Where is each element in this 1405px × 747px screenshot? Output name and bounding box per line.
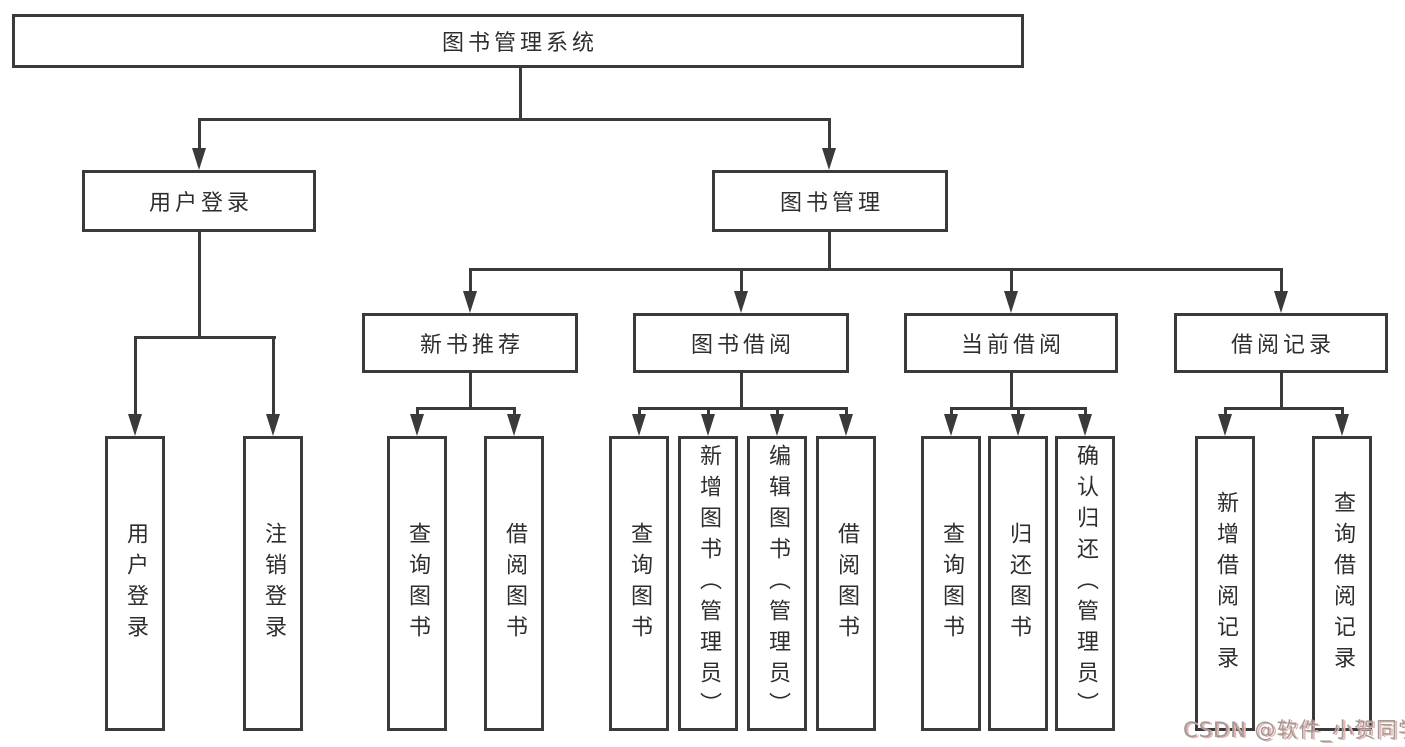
connector-bookmgmt-drop-3 xyxy=(1010,268,1013,295)
connector-current-stem xyxy=(1010,373,1013,409)
leaf-current-query-books-label: 查询图书 xyxy=(939,521,964,646)
node-book-borrow: 图书借阅 xyxy=(633,313,849,373)
leaf-borrow-query-books-label: 查询图书 xyxy=(627,521,652,646)
connector-bookborrow-drop-4 xyxy=(845,407,848,418)
leaf-add-borrow-record-label: 新增借阅记录 xyxy=(1213,490,1238,677)
arrowhead-recommend-borrow xyxy=(507,414,521,436)
connector-recommend-drop-2 xyxy=(513,407,516,418)
node-user-login-label: 用户登录 xyxy=(148,191,253,216)
connector-bookmgmt-drop-1 xyxy=(469,268,472,295)
node-book-management-label: 图书管理 xyxy=(779,191,884,216)
leaf-borrow-books: 借阅图书 xyxy=(816,436,876,731)
arrowhead-current-borrow xyxy=(1004,291,1018,313)
node-book-management: 图书管理 xyxy=(712,170,948,232)
connector-bookmgmt-drop-2 xyxy=(740,268,743,295)
arrowhead-borrow-record xyxy=(1274,291,1288,313)
node-current-borrow-label: 当前借阅 xyxy=(960,333,1065,358)
leaf-return-book: 归还图书 xyxy=(988,436,1048,731)
connector-bookborrow-bar xyxy=(638,407,848,410)
arrowhead-add-book xyxy=(701,414,715,436)
leaf-recommend-borrow-books-label: 借阅图书 xyxy=(502,521,527,646)
arrowhead-new-book-recommend xyxy=(463,291,477,313)
leaf-add-book-admin: 新增图书（管理员） xyxy=(678,436,738,731)
node-user-login: 用户登录 xyxy=(82,170,316,232)
arrowhead-confirm-return xyxy=(1078,414,1092,436)
connector-bookmgmt-bar xyxy=(469,268,1283,271)
leaf-confirm-return-admin-label: 确认归还（管理员） xyxy=(1073,444,1098,723)
arrowhead-leaf-user-login xyxy=(128,414,142,436)
connector-root-drop-left xyxy=(198,118,201,151)
connector-recommend-stem xyxy=(469,373,472,409)
node-new-book-recommend: 新书推荐 xyxy=(362,313,578,373)
leaf-edit-book-admin: 编辑图书（管理员） xyxy=(747,436,807,731)
leaf-current-query-books: 查询图书 xyxy=(921,436,981,731)
connector-root-drop-right xyxy=(828,118,831,151)
arrowhead-return-book xyxy=(1011,414,1025,436)
arrowhead-book-management xyxy=(822,148,836,170)
leaf-return-book-label: 归还图书 xyxy=(1006,521,1031,646)
connector-current-drop-2 xyxy=(1017,407,1020,418)
connector-record-drop-2 xyxy=(1341,407,1344,418)
connector-record-stem xyxy=(1280,373,1283,409)
connector-bookborrow-drop-1 xyxy=(638,407,641,418)
leaf-query-borrow-record: 查询借阅记录 xyxy=(1312,436,1372,731)
arrowhead-recommend-query xyxy=(410,414,424,436)
arrowhead-bookborrow-query xyxy=(632,414,646,436)
node-root-label: 图书管理系统 xyxy=(441,31,598,56)
connector-recommend-drop-1 xyxy=(416,407,419,418)
arrowhead-user-login xyxy=(192,148,206,170)
connector-userlogin-stem xyxy=(198,232,201,338)
connector-recommend-bar xyxy=(416,407,516,410)
connector-userlogin-bar xyxy=(134,336,276,339)
connector-current-drop-3 xyxy=(1084,407,1087,418)
connector-bookborrow-drop-2 xyxy=(707,407,710,418)
leaf-add-borrow-record: 新增借阅记录 xyxy=(1195,436,1255,731)
arrowhead-add-record xyxy=(1218,414,1232,436)
leaf-confirm-return-admin: 确认归还（管理员） xyxy=(1055,436,1115,731)
node-book-borrow-label: 图书借阅 xyxy=(690,333,795,358)
arrowhead-query-record xyxy=(1335,414,1349,436)
arrowhead-current-query xyxy=(944,414,958,436)
connector-userlogin-drop-right xyxy=(272,336,275,416)
leaf-user-login-label: 用户登录 xyxy=(123,521,148,646)
connector-userlogin-drop-left xyxy=(134,336,137,416)
leaf-borrow-query-books: 查询图书 xyxy=(609,436,669,731)
arrowhead-book-borrow xyxy=(734,291,748,313)
arrowhead-leaf-logout xyxy=(266,414,280,436)
node-borrow-record-label: 借阅记录 xyxy=(1230,333,1335,358)
leaf-borrow-books-label: 借阅图书 xyxy=(834,521,859,646)
leaf-edit-book-admin-label: 编辑图书（管理员） xyxy=(765,444,790,723)
connector-root-stem xyxy=(519,68,522,120)
leaf-recommend-query-books-label: 查询图书 xyxy=(405,521,430,646)
node-root: 图书管理系统 xyxy=(12,14,1024,68)
connector-record-bar xyxy=(1224,407,1344,410)
leaf-recommend-query-books: 查询图书 xyxy=(387,436,447,731)
leaf-user-login: 用户登录 xyxy=(105,436,165,731)
connector-bookmgmt-stem xyxy=(828,232,831,270)
arrowhead-edit-book xyxy=(770,414,784,436)
leaf-logout-label: 注销登录 xyxy=(261,521,286,646)
connector-current-drop-1 xyxy=(950,407,953,418)
csdn-watermark: CSDN @软件_小贺同学 xyxy=(1183,718,1405,742)
node-new-book-recommend-label: 新书推荐 xyxy=(419,333,524,358)
connector-root-bar xyxy=(198,118,831,121)
leaf-recommend-borrow-books: 借阅图书 xyxy=(484,436,544,731)
leaf-query-borrow-record-label: 查询借阅记录 xyxy=(1330,490,1355,677)
leaf-add-book-admin-label: 新增图书（管理员） xyxy=(696,444,721,723)
connector-record-drop-1 xyxy=(1224,407,1227,418)
connector-bookmgmt-drop-4 xyxy=(1280,268,1283,295)
arrowhead-borrow-books xyxy=(839,414,853,436)
node-borrow-record: 借阅记录 xyxy=(1174,313,1388,373)
connector-bookborrow-drop-3 xyxy=(776,407,779,418)
leaf-logout: 注销登录 xyxy=(243,436,303,731)
connector-bookborrow-stem xyxy=(740,373,743,409)
node-current-borrow: 当前借阅 xyxy=(904,313,1118,373)
